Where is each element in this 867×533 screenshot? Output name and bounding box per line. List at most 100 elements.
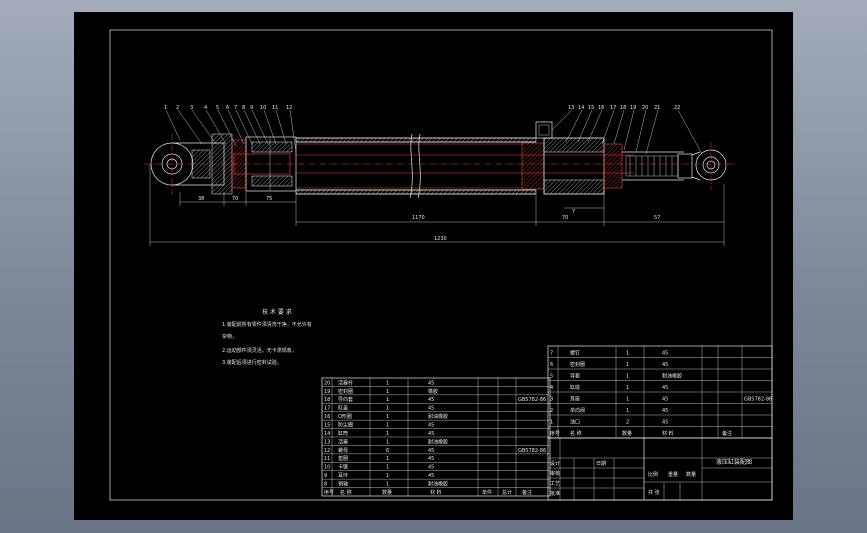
title-process: 工艺 [550,481,560,487]
table-header-qty: 数量 [622,430,632,437]
table-cell-qty: 1 [386,380,389,386]
table-cell-qty: 1 [626,351,629,357]
table-cell-name: O形圈 [338,413,352,420]
table-cell-qty: 1 [386,397,389,403]
table-cell-material: 45 [428,422,434,428]
table-cell-name: 耳座 [570,396,580,403]
balloon-18: 18 [620,105,626,111]
table-header-name: 名 称 [570,430,582,437]
table-cell-material: 45 [428,406,434,412]
table-cell-name: 防尘圈 [338,421,353,428]
title-approve: 批准 [550,490,560,497]
table-cell-no: 15 [324,422,330,428]
table-cell-qty: 1 [386,414,389,420]
balloon-20: 20 [642,105,648,111]
table-header-material: 材 料 [662,430,674,437]
table-cell-qty: 1 [626,408,629,414]
table-cell-material: 耐油橡胶 [428,480,448,487]
table-cell-no: 9 [324,473,327,479]
table-cell-material: 45 [662,397,668,403]
table-cell-qty: 1 [386,473,389,479]
front-gland [603,143,623,189]
dim-d2: 70 [232,196,238,202]
table-cell-material: 耐油橡胶 [662,373,682,380]
part-balloons: 1 2 3 4 5 6 7 8 9 10 11 12 13 14 15 16 1… [164,105,703,155]
table-cell-material: 45 [662,408,668,414]
table-cell-no: 3 [550,397,553,403]
table-cell-name: 活塞 [338,438,348,445]
title-sheet: 共 张 [648,489,660,496]
title-qty: 数量 [686,471,696,478]
technical-notes: 技 术 要 求 1.装配前所有零件须清洗干净，不允许有 杂物， 2.运动部件须灵… [222,308,312,366]
table-cell-no: 20 [324,380,330,386]
table-cell-qty: 2 [626,420,629,426]
cad-drawing: 1 2 3 4 5 6 7 8 9 10 11 12 13 14 15 16 1… [109,29,773,501]
table-header-total: 总计 [502,489,512,496]
table-cell-name: 缸盖 [338,405,348,412]
table-cell-name: 单向阀 [570,407,585,414]
table-cell-material: 橡胶 [428,388,438,395]
table-cell-material: 45 [428,473,434,479]
table-header-weight: 单件 [482,489,492,496]
notes-line-3: 2.运动部件须灵活，无卡滞现象， [222,347,297,354]
table-cell-name: 导向套 [338,396,353,403]
balloon-6: 6 [226,105,229,111]
balloon-9: 9 [250,105,253,111]
table-cell-qty: 1 [386,422,389,428]
title-weight: 重量 [668,471,678,478]
table-cell-no: 8 [324,481,327,487]
table-cell-qty: 1 [386,465,389,471]
table-cell-qty: 1 [626,397,629,403]
dim-stroke: 1170 [412,215,425,221]
balloon-11: 11 [272,105,278,111]
table-header-qty: 数量 [382,489,392,496]
table-cell-name: 油口 [570,419,580,426]
notes-title: 技 术 要 求 [262,308,292,316]
title-block: 液压缸装配图 比例 重量 数量 共 张 设计 审核 工艺 批准 日期 [547,437,773,501]
table-cell-material: 45 [662,362,668,368]
table-cell-no: 11 [324,456,330,462]
table-cell-no: 13 [324,439,330,445]
table-cell-no: 10 [324,465,330,471]
title-checker: 审核 [550,470,560,477]
table-cell-no: 14 [324,431,330,437]
table-cell-no: 2 [550,408,553,414]
title-date: 日期 [596,461,606,467]
table-cell-qty: 1 [626,362,629,368]
table-cell-qty: 1 [386,481,389,487]
table-cell-no: 16 [324,414,330,420]
balloon-7: 7 [234,105,237,111]
table-cell-no: 7 [550,351,553,357]
table-cell-material: 45 [662,351,668,357]
balloon-4: 4 [204,105,207,111]
table-cell-material: 45 [428,431,434,437]
table-cell-qty: 1 [386,389,389,395]
table-cell-qty: 1 [386,406,389,412]
balloon-8: 8 [242,105,245,111]
table-cell-name: 缸筒 [338,430,348,437]
balloon-22: 22 [674,105,680,111]
table-cell-no: 18 [324,397,330,403]
cylinder-assembly [144,121,736,199]
table-cell-qty: 1 [386,431,389,437]
table-cell-no: 4 [550,385,553,391]
table-cell-name: 卡键 [338,464,348,471]
table-cell-name: 密封圈 [570,361,585,368]
table-cell-qty: 6 [386,448,389,454]
table-cell-material: 45 [428,456,434,462]
table-header-no: 序号 [324,489,334,496]
dim-small: 7 [572,209,575,215]
balloon-5: 5 [216,105,219,111]
table-cell-name: 密封圈 [338,388,353,395]
table-cell-material: 45 [428,465,434,471]
balloon-19: 19 [630,105,636,111]
balloon-15: 15 [588,105,594,111]
table-cell-material: 45 [428,380,434,386]
table-cell-standard: GB5782-86 [518,448,546,454]
table-header-material: 材 料 [430,489,442,496]
table-cell-standard: GB5782-86 [518,397,546,403]
dim-d5: 70 [562,215,568,221]
drawing-sheet: 1 2 3 4 5 6 7 8 9 10 11 12 13 14 15 16 1… [74,12,793,520]
